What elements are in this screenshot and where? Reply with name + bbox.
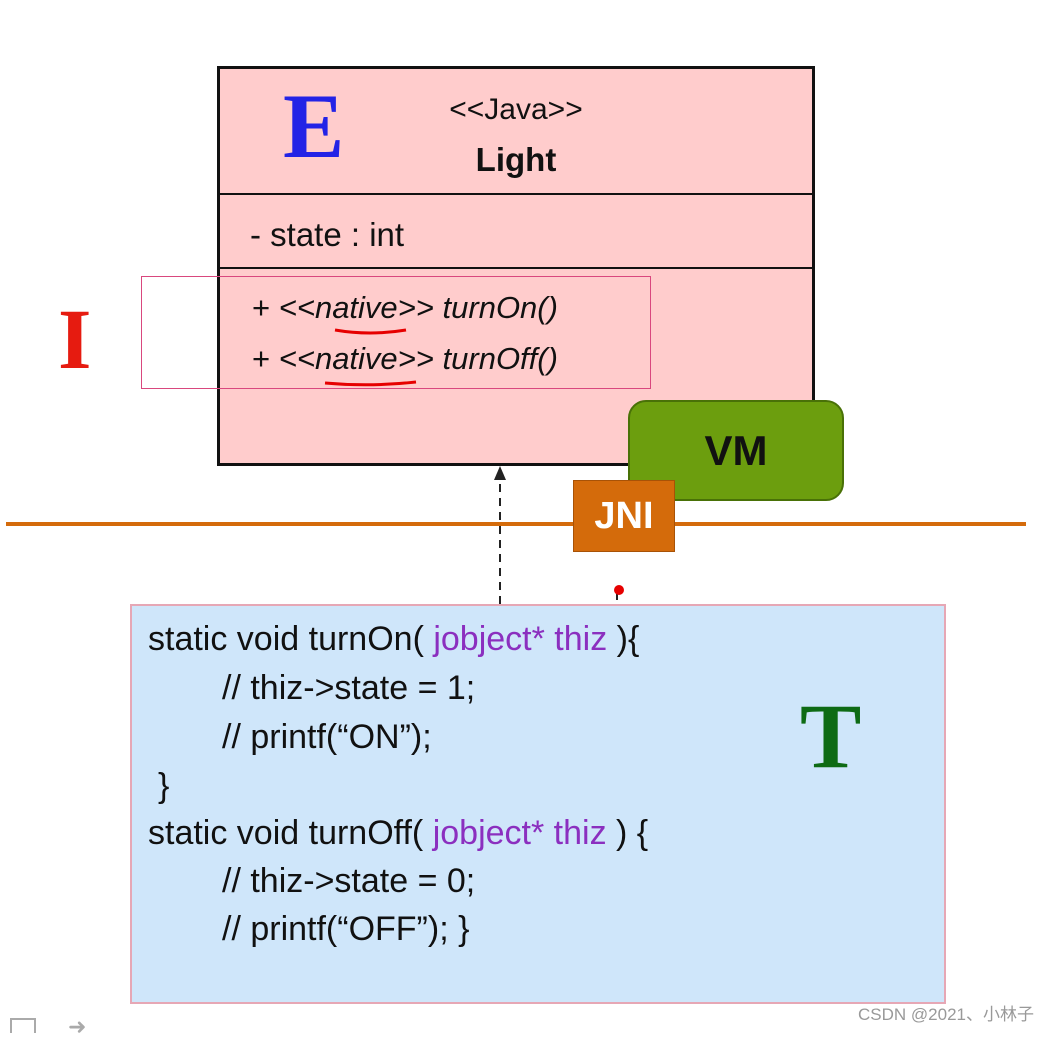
uml-separator-bottom <box>220 267 812 269</box>
code-line-1: static void turnOn( jobject* thiz ){ <box>148 620 639 659</box>
native-code-box: static void turnOn( jobject* thiz ){ // … <box>130 604 946 1004</box>
next-arrow-icon[interactable]: ➜ <box>68 1014 87 1039</box>
native-methods-highlight <box>141 276 651 389</box>
code-line-5: static void turnOff( jobject* thiz ) { <box>148 814 648 853</box>
code-line-5-param: jobject* thiz <box>432 814 607 852</box>
jni-box: JNI <box>573 480 675 552</box>
method-name: turnOn() <box>442 290 558 325</box>
code-line-2: // thiz->state = 1; <box>222 669 476 707</box>
dashed-arrow-head <box>494 466 506 480</box>
method-turn-off: + <<native>> turnOff() <box>252 341 558 377</box>
method-turn-on: + <<native>> turnOn() <box>252 290 558 326</box>
native-keyword: native <box>314 290 398 325</box>
stereotype-open: << <box>278 341 315 376</box>
underline-native-2 <box>324 380 417 387</box>
method-visibility: + <box>252 290 271 325</box>
uml-separator-top <box>220 193 812 195</box>
code-line-1-param: jobject* thiz <box>433 620 608 658</box>
vm-box: VM <box>628 400 844 501</box>
code-line-5-pre: static void turnOff( <box>148 814 433 852</box>
method-name: turnOff() <box>442 341 558 376</box>
stereotype-close: >> <box>397 290 434 325</box>
code-line-3: // printf(“ON”); <box>222 718 432 756</box>
uml-class-box: <<Java>> Light - state : int + <<native>… <box>217 66 815 466</box>
class-name: Light <box>475 141 557 178</box>
underline-native-1 <box>334 328 407 335</box>
letter-e: E <box>283 75 345 177</box>
code-line-1-post: ){ <box>607 620 640 658</box>
letter-t: T <box>800 685 862 787</box>
code-line-7: // printf(“OFF”); } <box>222 910 470 948</box>
method-visibility: + <box>252 341 271 376</box>
slide-icon[interactable] <box>10 1018 36 1033</box>
code-line-6: // thiz->state = 0; <box>222 862 476 900</box>
red-dot-mark <box>614 585 624 595</box>
stereotype-open: << <box>278 290 315 325</box>
class-attribute: - state : int <box>250 216 405 253</box>
watermark: CSDN @2021、小林子 <box>858 1005 1034 1024</box>
class-stereotype: <<Java>> <box>449 93 583 126</box>
code-line-4: } <box>158 767 170 805</box>
native-keyword: native <box>314 341 398 376</box>
letter-i: I <box>58 291 92 387</box>
stereotype-close: >> <box>397 341 434 376</box>
code-line-5-post: ) { <box>606 814 649 852</box>
code-line-1-pre: static void turnOn( <box>148 620 434 658</box>
layer-divider-line <box>6 522 1026 526</box>
